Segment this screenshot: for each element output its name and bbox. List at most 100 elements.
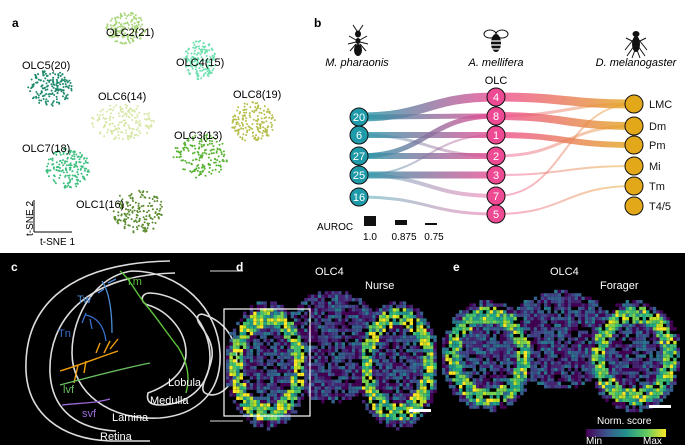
cluster-cloud-olc8 xyxy=(231,101,276,142)
melanogaster-node-mi xyxy=(624,156,644,176)
melanogaster-node-lmc xyxy=(624,94,644,114)
mellifera-node-4-label: 4 xyxy=(493,92,499,104)
cluster-label-olc8: OLC8(19) xyxy=(233,89,281,101)
mellifera-node-2-label: 2 xyxy=(493,151,499,163)
mellifera-node-4 xyxy=(486,87,506,107)
melanogaster-node-tm-label: Tm xyxy=(649,181,665,193)
cluster-label-olc6: OLC6(14) xyxy=(98,91,146,103)
panel-c-letter: c xyxy=(11,260,18,274)
cluster-label-olc7: OLC7(18) xyxy=(22,143,70,155)
melanogaster-node-pm-label: Pm xyxy=(649,140,666,152)
forager-brain-heatmap: OLC4 Forager Norm. score Min Max xyxy=(442,266,680,445)
auroc-legend-bar-1 xyxy=(364,216,376,226)
flow-link xyxy=(495,112,635,130)
pharaonis-node-20-label: 20 xyxy=(353,112,365,124)
species-label-pharaonis: M. pharaonis xyxy=(325,57,389,69)
melanogaster-node-dm xyxy=(624,116,644,136)
norm-score-colorbar xyxy=(586,429,666,437)
forager-scale-bar xyxy=(649,405,671,408)
melanogaster-node-lmc-label: LMC xyxy=(649,99,672,111)
norm-score-max: Max xyxy=(643,436,662,445)
mellifera-node-5-label: 5 xyxy=(493,209,499,221)
tsne-axis-y-label: t-SNE 2 xyxy=(25,201,36,236)
neuron-label-tw: Tw xyxy=(77,294,91,306)
melanogaster-node-tm xyxy=(624,176,644,196)
flow-links xyxy=(358,92,635,216)
forager-subtitle: Forager xyxy=(600,280,639,292)
cluster-label-olc3: OLC3(13) xyxy=(174,130,222,142)
nurse-title: OLC4 xyxy=(315,266,344,278)
flow-link xyxy=(358,134,497,176)
cluster-cloud-olc3 xyxy=(172,133,228,179)
pharaonis-node-16 xyxy=(349,187,369,207)
cluster-cloud-olc1 xyxy=(112,189,163,234)
norm-score-legend-title: Norm. score xyxy=(597,416,652,427)
norm-score-min: Min xyxy=(586,436,602,445)
pharaonis-node-16-label: 16 xyxy=(353,192,365,204)
neuron-label-svf: svf xyxy=(82,408,97,420)
auroc-legend-bar-075 xyxy=(425,223,437,225)
nurse-scale-bar xyxy=(409,409,431,412)
panel-b-letter: b xyxy=(314,16,322,30)
flow-link xyxy=(358,173,497,198)
melanogaster-node-t4-5 xyxy=(624,196,644,216)
pharaonis-node-25-label: 25 xyxy=(353,170,365,182)
auroc-legend-title: AUROC xyxy=(317,222,353,233)
nurse-brain-heatmap: OLC4 Nurse xyxy=(223,266,437,431)
flow-link xyxy=(495,165,635,176)
panel-e-letter: e xyxy=(453,260,460,274)
mapping-diagram: M. pharaonis A. mellifera D. melanogaste… xyxy=(317,24,678,243)
cluster-cloud-olc7 xyxy=(45,147,90,189)
neuron-label-tm: Tm xyxy=(126,276,142,288)
bee-icon xyxy=(483,29,509,52)
cluster-label-olc5: OLC5(20) xyxy=(22,60,70,72)
cluster-cloud-olc2 xyxy=(105,12,147,45)
fly-icon xyxy=(624,31,648,59)
mellifera-node-2 xyxy=(486,146,506,166)
mellifera-node-3 xyxy=(486,165,506,185)
mellifera-node-8 xyxy=(486,106,506,126)
species-label-mellifera: A. mellifera xyxy=(467,57,523,69)
pharaonis-node-27-label: 27 xyxy=(353,151,365,163)
pharaonis-node-27 xyxy=(349,146,369,166)
flow-link xyxy=(495,124,635,158)
cluster-label-olc2: OLC2(21) xyxy=(106,27,154,39)
flow-link xyxy=(495,185,635,215)
nurse-subtitle: Nurse xyxy=(365,280,394,292)
cluster-cloud-olc5 xyxy=(27,70,73,107)
flow-link xyxy=(495,103,635,197)
cluster-label-olc4: OLC4(15) xyxy=(176,57,224,69)
pharaonis-node-25 xyxy=(349,165,369,185)
auroc-legend-value-1: 1.0 xyxy=(363,232,377,243)
region-label-lamina: Lamina xyxy=(112,412,149,424)
melanogaster-node-dm-label: Dm xyxy=(649,121,666,133)
zoom-box xyxy=(223,308,311,417)
flow-link xyxy=(495,102,635,118)
tsne-plot: t-SNE 2 t-SNE 1 OLC2(21) OLC4(15) OLC5(2… xyxy=(22,12,281,248)
auroc-legend-value-075: 0.75 xyxy=(424,232,444,243)
cluster-cloud-olc4 xyxy=(183,39,216,81)
region-label-medulla: Medulla xyxy=(150,395,189,407)
forager-title: OLC4 xyxy=(550,266,579,278)
flow-link xyxy=(358,195,497,216)
mellifera-node-1 xyxy=(486,125,506,145)
region-label-lobula: Lobula xyxy=(168,377,202,389)
mellifera-node-5 xyxy=(486,204,506,224)
melanogaster-node-pm xyxy=(624,135,644,155)
mellifera-node-3-label: 3 xyxy=(493,170,499,182)
auroc-legend-value-0875: 0.875 xyxy=(391,232,416,243)
mellifera-node-8-label: 8 xyxy=(493,111,499,123)
cluster-cloud-olc6 xyxy=(91,103,156,141)
melanogaster-node-mi-label: Mi xyxy=(649,161,661,173)
auroc-legend-bar-0875 xyxy=(395,220,407,225)
panel-d-letter: d xyxy=(236,260,244,274)
cluster-label-olc1: OLC1(16) xyxy=(76,199,124,211)
ant-icon xyxy=(347,24,369,56)
tsne-axis-x-label: t-SNE 1 xyxy=(40,237,75,248)
melanogaster-node-t4-5-label: T4/5 xyxy=(649,201,671,213)
pharaonis-node-6-label: 6 xyxy=(356,130,362,142)
tsne-axes xyxy=(33,200,72,233)
mellifera-node-1-label: 1 xyxy=(493,130,499,142)
species-label-melanogaster: D. melanogaster xyxy=(596,57,678,69)
